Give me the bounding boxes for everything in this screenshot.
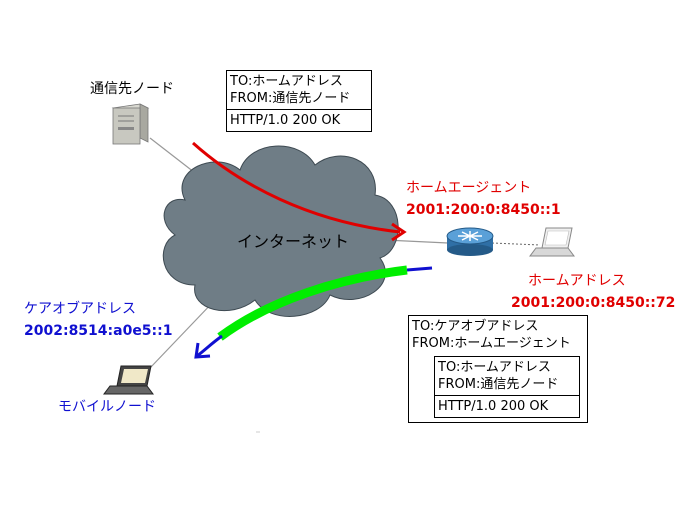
packet-outer-from: FROM:ホームエージェント: [412, 336, 571, 351]
internet-cloud: [162, 145, 399, 317]
red-arrow-head: [391, 222, 407, 242]
home-address-label: ホームアドレス: [528, 273, 626, 289]
mobile-node-label: モバイルノード: [58, 399, 156, 415]
home-agent-label: ホームエージェント: [406, 180, 532, 196]
packet-top: TO:ホームアドレス FROM:通信先ノード HTTP/1.0 200 OK: [226, 70, 372, 132]
link-router-laptop: [491, 242, 541, 246]
blue-traffic-path: [196, 334, 223, 358]
packet-inner-payload: HTTP/1.0 200 OK: [435, 395, 579, 417]
router-icon: [446, 227, 494, 256]
packet-inner-from: FROM:通信先ノード: [438, 377, 559, 392]
packet-outer: TO:ケアオブアドレス FROM:ホームエージェント TO:ホームアドレス FR…: [408, 315, 588, 423]
correspondent-label: 通信先ノード: [90, 81, 174, 97]
mobile-laptop-icon: [103, 365, 154, 395]
packet-top-to: TO:ホームアドレス: [230, 74, 343, 89]
link-internet-mobile: [149, 299, 216, 369]
internet-label: インターネット: [237, 232, 350, 251]
coa-label: ケアオブアドレス: [24, 301, 136, 317]
home-agent-address: 2001:200:0:8450::1: [406, 202, 561, 218]
packet-outer-to: TO:ケアオブアドレス: [412, 319, 539, 334]
blue-tunnel-start: [406, 266, 433, 272]
server-icon: [111, 103, 150, 145]
packet-inner: TO:ホームアドレス FROM:通信先ノード HTTP/1.0 200 OK: [434, 356, 580, 418]
blue-arrow-head: [194, 342, 211, 359]
red-traffic-path: [192, 141, 401, 234]
packet-top-from: FROM:通信先ノード: [230, 91, 351, 106]
home-address: 2001:200:0:8450::72: [511, 295, 676, 311]
packet-top-payload: HTTP/1.0 200 OK: [227, 109, 371, 131]
packet-inner-to: TO:ホームアドレス: [438, 360, 551, 375]
green-tunnel-path: [217, 265, 408, 341]
coa-address: 2002:8514:a0e5::1: [24, 323, 173, 339]
home-laptop-icon: [529, 227, 575, 257]
